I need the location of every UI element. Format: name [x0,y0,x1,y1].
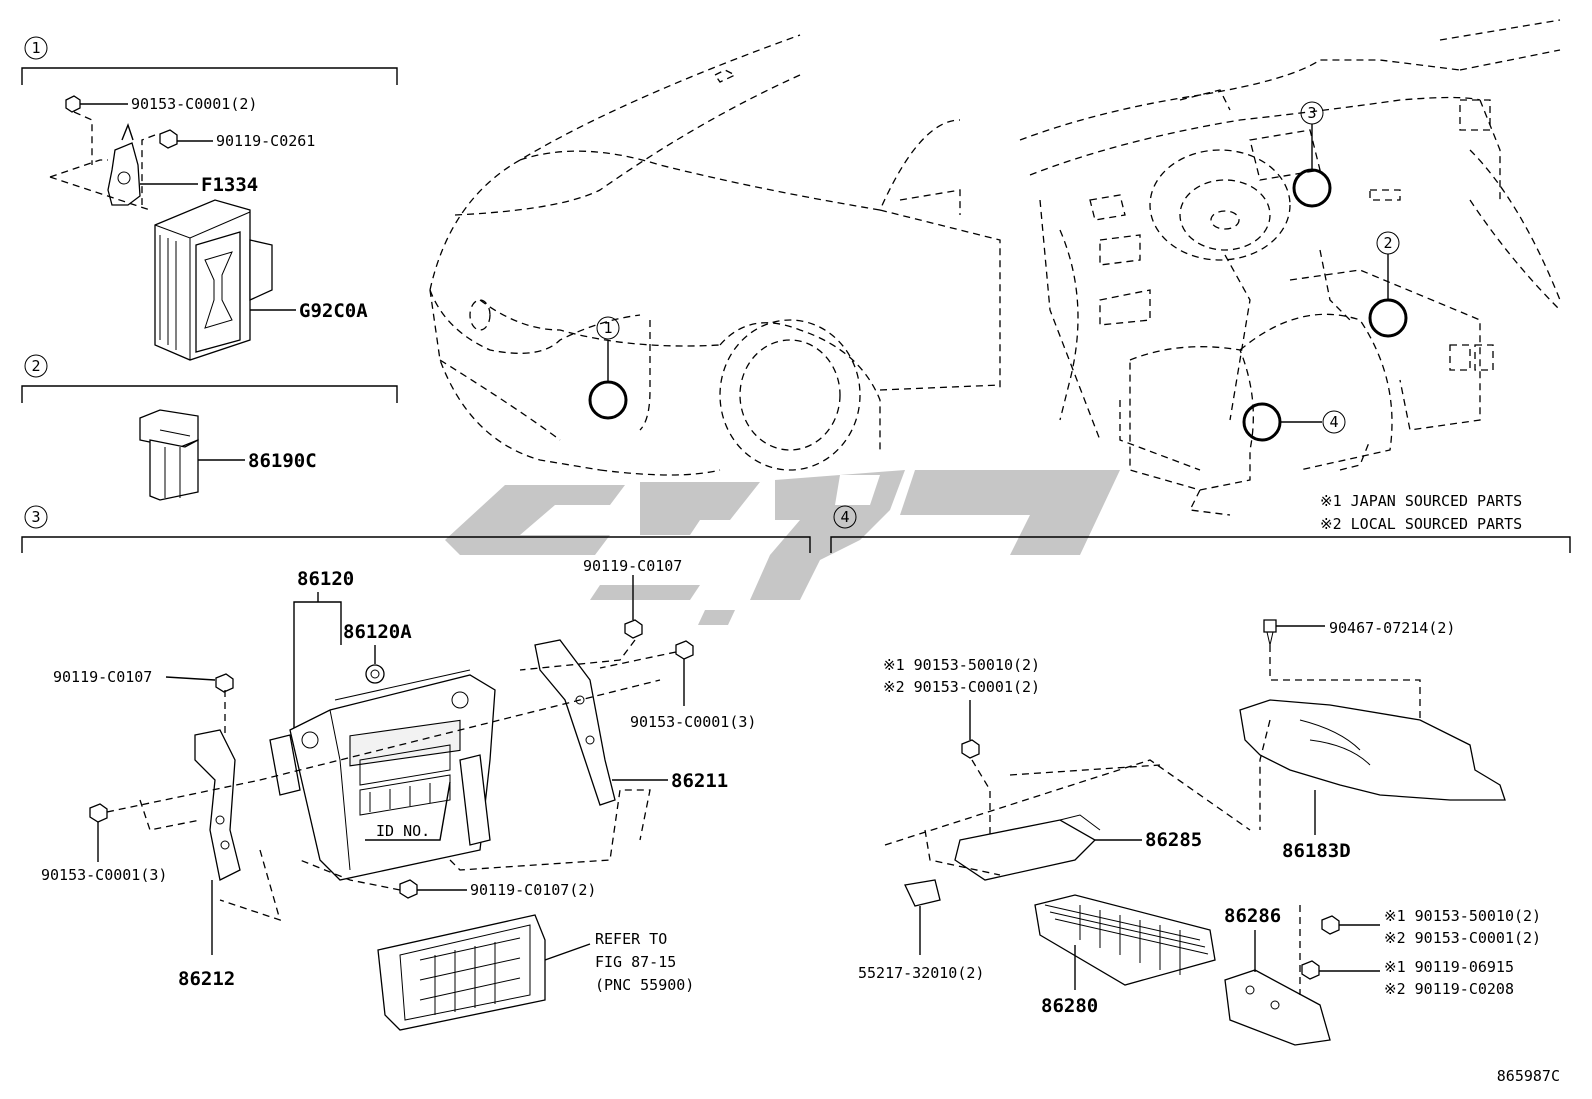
section-4-number: 4 [840,508,849,526]
part-label-90153-C0001-3-right: 90153-C0001(3) [630,713,756,731]
section-4-labels: 90467-07214(2) ※1 90153-50010(2) ※2 9015… [858,619,1541,1017]
part-label-86211: 86211 [671,770,728,792]
part-label-note2-90119-C0208: ※2 90119-C0208 [1384,980,1514,998]
section-1-number: 1 [31,39,40,57]
callout-1-number: 1 [603,319,612,337]
part-label-note2-90153-C0001-2-left: ※2 90153-C0001(2) [883,678,1040,696]
section-4-header: 4 [830,505,1571,553]
figure-code: 865987C [1497,1067,1560,1085]
section-1-header: 1 [21,36,398,85]
refer-line-3: (PNC 55900) [595,976,694,994]
section-1-labels: 90153-C0001(2) 90119-C0261 F1334 G92C0A [131,95,368,322]
part-label-note1-90153-50010-2-right: ※1 90153-50010(2) [1384,907,1541,925]
refer-line-1: REFER TO [595,930,667,948]
section-3-header: 3 [21,505,811,553]
note-local-sourced: ※2 LOCAL SOURCED PARTS [1320,515,1522,533]
part-label-86286: 86286 [1224,905,1281,927]
callout-3-number: 3 [1307,104,1316,122]
part-label-90153-C0001-3-left: 90153-C0001(3) [41,866,167,884]
car-interior-view: 3 2 4 [1019,19,1561,516]
part-label-55217-32010-2: 55217-32010(2) [858,964,984,982]
part-label-86120: 86120 [297,568,354,590]
section-2-header: 2 [21,354,398,403]
part-label-90153-C0001-2: 90153-C0001(2) [131,95,257,113]
part-label-note2-90153-C0001-2-right: ※2 90153-C0001(2) [1384,929,1541,947]
car-front-view: 1 [429,34,1001,476]
refer-line-2: FIG 87-15 [595,953,676,971]
note-japan-sourced: ※1 JAPAN SOURCED PARTS [1320,492,1522,510]
section-2-parts [139,409,245,501]
section-1-parts [49,95,296,361]
callout-ring-1 [588,380,628,420]
notes-block: ※1 JAPAN SOURCED PARTS ※2 LOCAL SOURCED … [1320,492,1522,533]
part-label-86285: 86285 [1145,829,1202,851]
section-3-number: 3 [31,508,40,526]
part-label-86190C: 86190C [248,450,317,472]
part-label-F1334: F1334 [201,174,258,196]
callout-ring-4 [1242,402,1282,442]
part-label-90119-C0107-left: 90119-C0107 [53,668,152,686]
part-label-86120A: 86120A [343,621,412,643]
part-label-86212: 86212 [178,968,235,990]
part-label-90119-C0107-top: 90119-C0107 [583,557,682,575]
section-3-labels: 86120 86120A 90119-C0107 90119-C0107 901… [41,557,756,994]
section-4-parts [884,619,1506,1046]
part-label-90467-07214-2: 90467-07214(2) [1329,619,1455,637]
part-label-86280: 86280 [1041,995,1098,1017]
part-label-G92C0A: G92C0A [299,300,368,322]
callout-ring-3 [1292,168,1332,208]
part-label-note1-90153-50010-2-left: ※1 90153-50010(2) [883,656,1040,674]
callout-ring-2 [1368,298,1408,338]
id-no-label: ID NO. [376,822,430,840]
callout-4-number: 4 [1329,413,1338,431]
part-label-90119-C0107-2: 90119-C0107(2) [470,881,596,899]
callout-2-number: 2 [1383,234,1392,252]
section-3-parts [89,575,694,1031]
part-label-90119-C0261: 90119-C0261 [216,132,315,150]
section-2-labels: 86190C [248,450,317,472]
section-2-number: 2 [31,357,40,375]
part-label-86183D: 86183D [1282,840,1351,862]
part-label-note1-90119-06915: ※1 90119-06915 [1384,958,1514,976]
watermark-logo [445,470,1120,625]
